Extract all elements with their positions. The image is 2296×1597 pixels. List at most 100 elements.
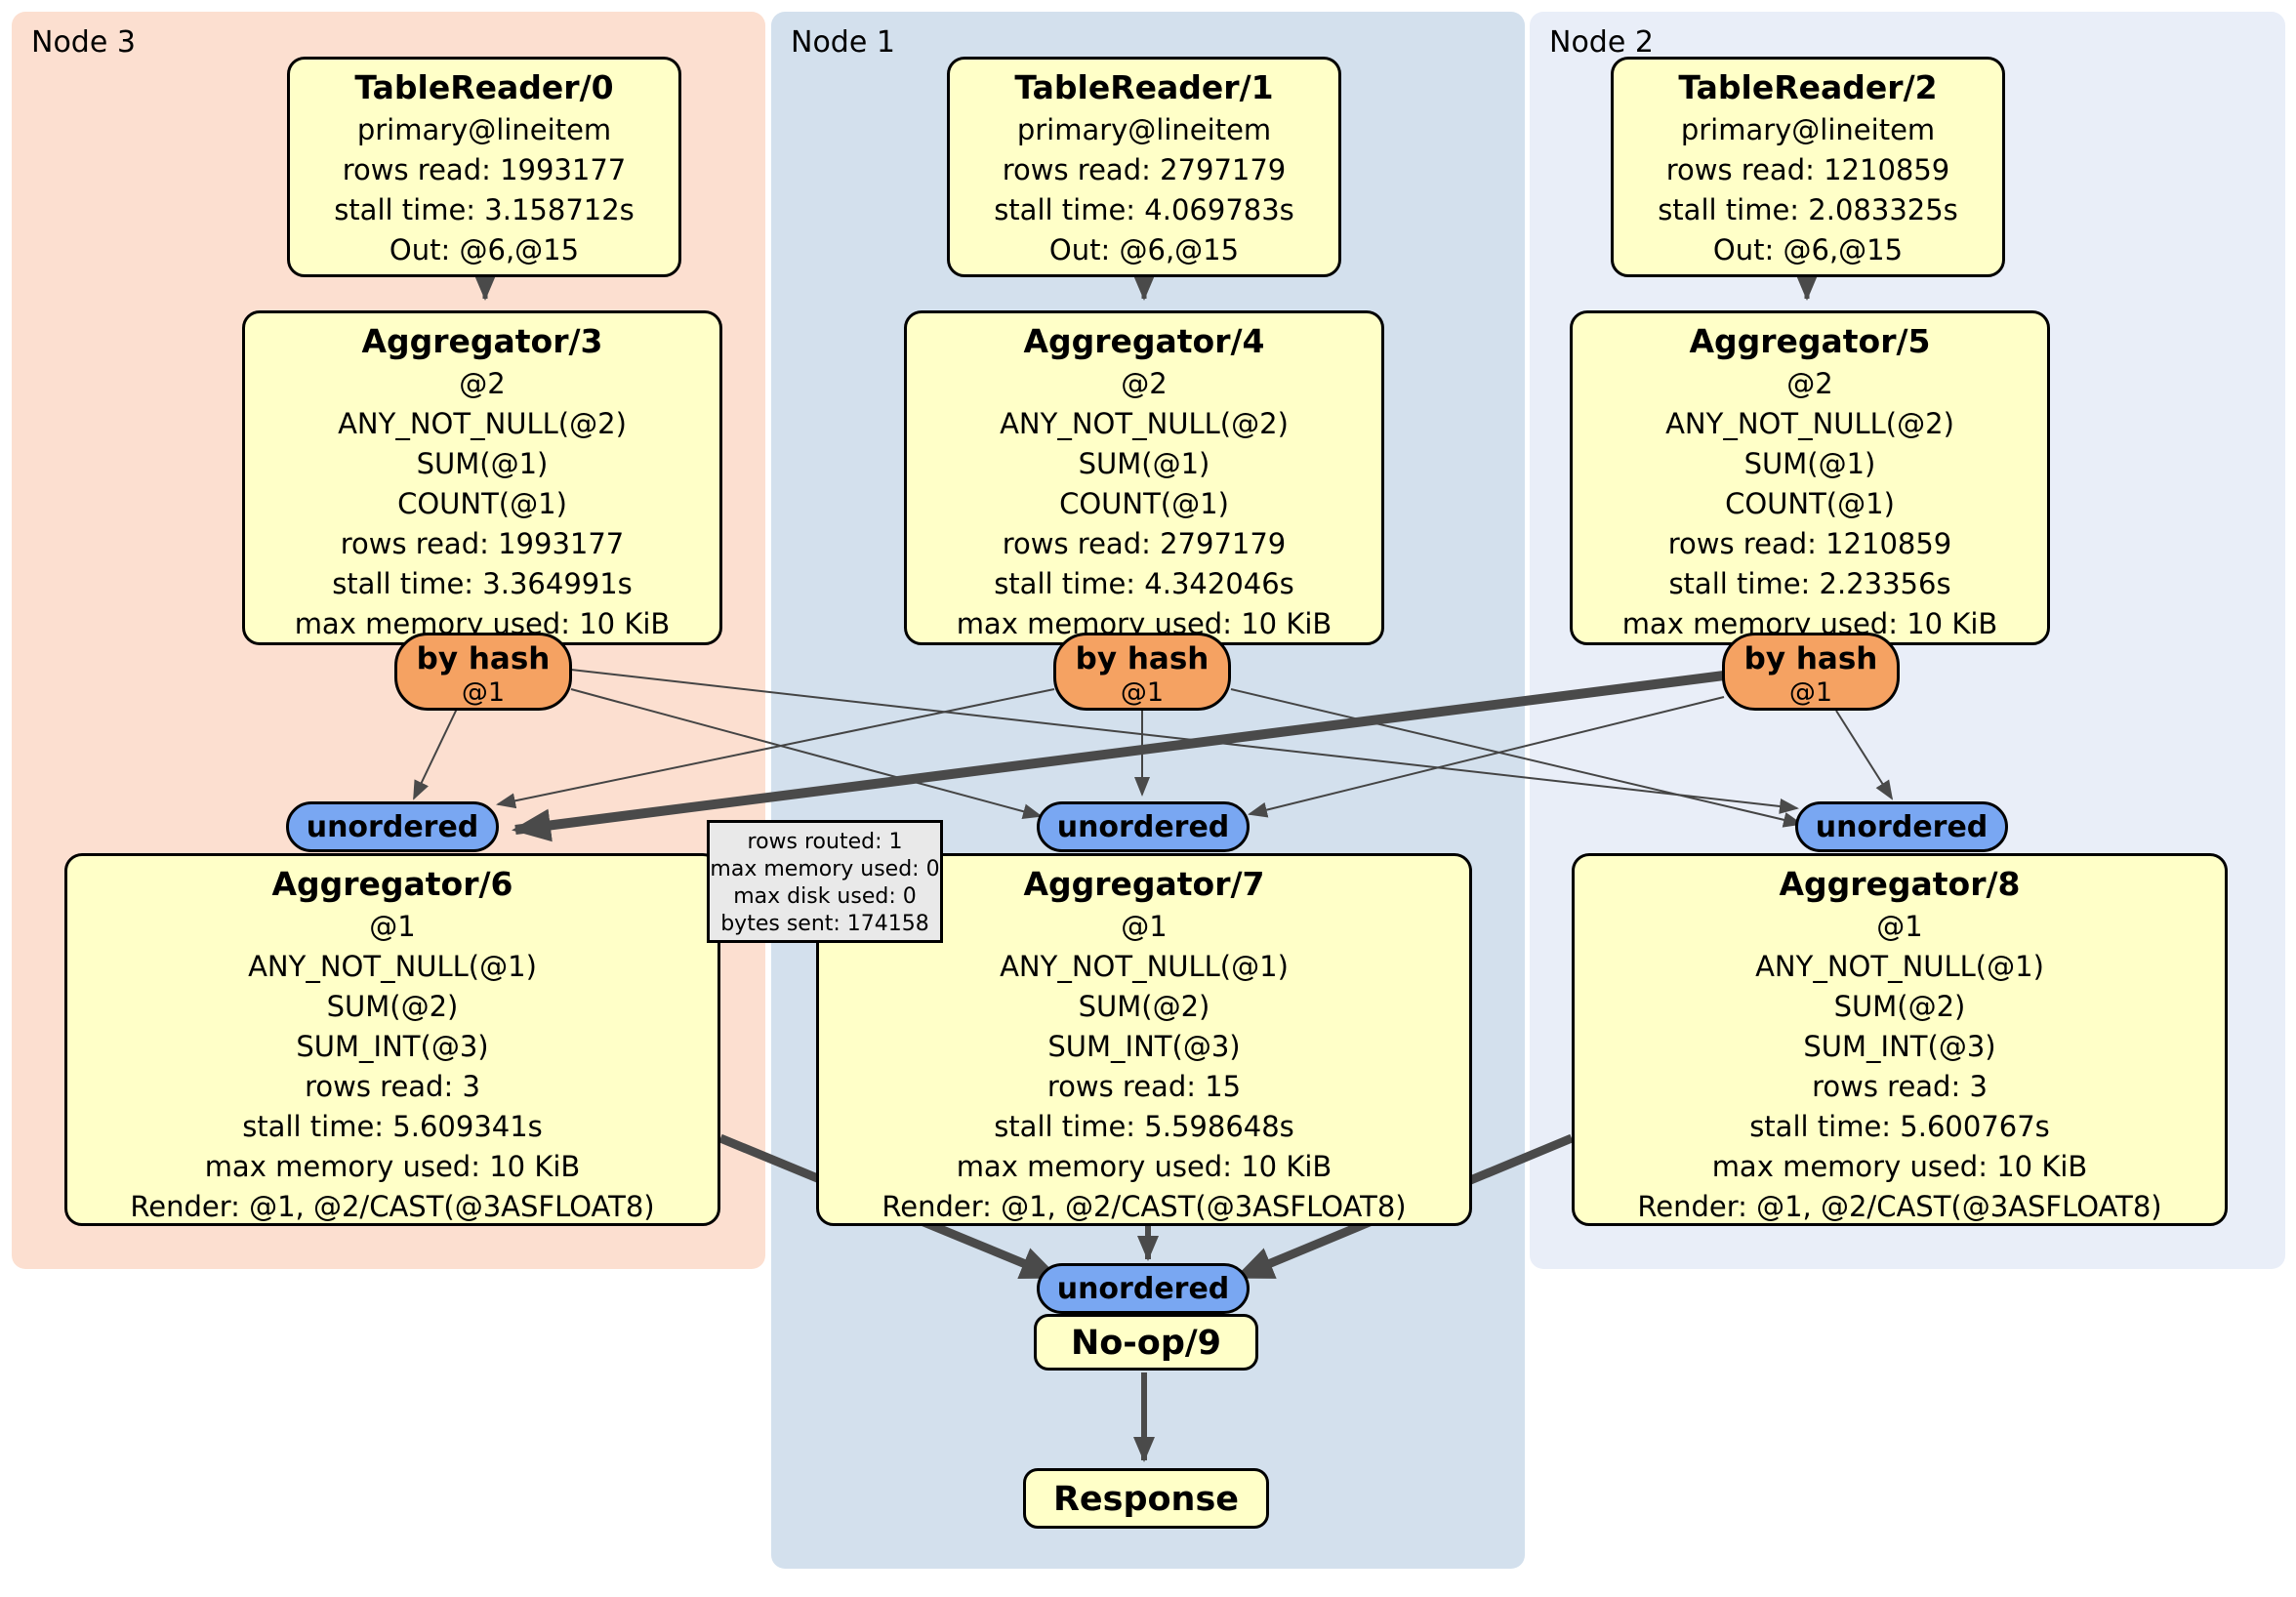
- processor-detail: stall time: 2.083325s: [1658, 193, 1958, 226]
- processor-noop-9[interactable]: No-op/9: [1034, 1314, 1258, 1371]
- edge-byhash2-unordered2[interactable]: [1835, 710, 1894, 800]
- processor-detail: max memory used: 10 KiB: [956, 1150, 1332, 1183]
- processor-detail: Render: @1, @2/CAST(@3ASFLOAT8): [130, 1190, 655, 1223]
- tooltip-rows-routed: rows routed: 1: [747, 830, 903, 854]
- edge-tooltip: rows routed: 1 max memory used: 0 max di…: [707, 820, 943, 943]
- processor-detail: rows read: 3: [1812, 1070, 1988, 1103]
- processor-detail: ANY_NOT_NULL(@2): [1665, 407, 1954, 440]
- processor-detail: stall time: 5.609341s: [242, 1110, 543, 1143]
- router-label: by hash: [416, 641, 551, 676]
- region-label: Node 1: [791, 25, 895, 60]
- processor-detail: primary@lineitem: [1680, 113, 1936, 146]
- processor-detail: Out: @6,@15: [389, 233, 580, 266]
- processor-tablereader-2[interactable]: TableReader/2 primary@lineitem rows read…: [1611, 57, 2005, 277]
- processor-detail: SUM_INT(@3): [1803, 1030, 1996, 1063]
- sync-unordered-final[interactable]: unordered: [1037, 1263, 1250, 1314]
- processor-detail: rows read: 1210859: [1665, 153, 1950, 186]
- processor-detail: stall time: 5.600767s: [1749, 1110, 2050, 1143]
- processor-detail: stall time: 3.158712s: [334, 193, 635, 226]
- processor-response[interactable]: Response: [1023, 1468, 1269, 1529]
- processor-detail: rows read: 2797179: [1002, 153, 1287, 186]
- edge-byhash2-unordered1[interactable]: [1248, 696, 1725, 818]
- processor-aggregator-5[interactable]: Aggregator/5 @2 ANY_NOT_NULL(@2) SUM(@1)…: [1570, 310, 2050, 645]
- processor-detail: Out: @6,@15: [1712, 233, 1904, 266]
- edge-byhash1-unordered3[interactable]: [496, 688, 1055, 809]
- router-label: by hash: [1075, 641, 1210, 676]
- processor-detail: Render: @1, @2/CAST(@3ASFLOAT8): [1637, 1190, 2162, 1223]
- processor-detail: stall time: 5.598648s: [994, 1110, 1294, 1143]
- processor-aggregator-8[interactable]: Aggregator/8 @1 ANY_NOT_NULL(@1) SUM(@2)…: [1572, 853, 2228, 1226]
- sync-unordered-node2[interactable]: unordered: [1795, 801, 2008, 852]
- processor-detail: stall time: 4.342046s: [994, 567, 1294, 600]
- router-by-hash-node2[interactable]: by hash @1: [1722, 633, 1900, 711]
- router-by-hash-node1[interactable]: by hash @1: [1053, 633, 1231, 711]
- processor-aggregator-3[interactable]: Aggregator/3 @2 ANY_NOT_NULL(@2) SUM(@1)…: [242, 310, 722, 645]
- processor-detail: ANY_NOT_NULL(@1): [1000, 950, 1289, 983]
- sync-unordered-node1[interactable]: unordered: [1037, 801, 1250, 852]
- processor-detail: max memory used: 10 KiB: [204, 1150, 581, 1183]
- processor-detail: SUM(@2): [1078, 990, 1210, 1023]
- processor-detail: rows read: 1993177: [342, 153, 627, 186]
- processor-detail: COUNT(@1): [1059, 487, 1229, 520]
- processor-detail: stall time: 4.069783s: [994, 193, 1294, 226]
- processor-detail: SUM(@2): [1833, 990, 1966, 1023]
- processor-detail: SUM_INT(@3): [1047, 1030, 1241, 1063]
- router-columns: @1: [461, 677, 506, 708]
- tooltip-max-memory: max memory used: 0: [710, 857, 940, 881]
- processor-detail: primary@lineitem: [356, 113, 612, 146]
- region-label: Node 3: [31, 25, 136, 60]
- processor-title: Aggregator/5: [1689, 322, 1931, 360]
- processor-detail: ANY_NOT_NULL(@1): [1755, 950, 2044, 983]
- processor-detail: @1: [1876, 910, 1923, 943]
- processor-detail: rows read: 1993177: [340, 527, 625, 560]
- processor-title: Aggregator/8: [1779, 865, 2021, 903]
- router-by-hash-node3[interactable]: by hash @1: [394, 633, 572, 711]
- router-columns: @1: [1120, 677, 1165, 708]
- processor-aggregator-6[interactable]: Aggregator/6 @1 ANY_NOT_NULL(@1) SUM(@2)…: [64, 853, 720, 1226]
- edge-byhash1-unordered2[interactable]: [1230, 688, 1803, 828]
- processor-title: TableReader/2: [1678, 68, 1938, 106]
- processor-detail: ANY_NOT_NULL(@1): [248, 950, 537, 983]
- processor-title: Aggregator/6: [271, 865, 513, 903]
- processor-title: Aggregator/7: [1023, 865, 1265, 903]
- tooltip-max-disk: max disk used: 0: [733, 884, 917, 909]
- processor-detail: stall time: 3.364991s: [332, 567, 633, 600]
- processor-detail: SUM(@2): [326, 990, 459, 1023]
- processor-detail: ANY_NOT_NULL(@2): [1000, 407, 1289, 440]
- processor-title: Aggregator/4: [1023, 322, 1265, 360]
- router-label: by hash: [1743, 641, 1878, 676]
- processor-aggregator-4[interactable]: Aggregator/4 @2 ANY_NOT_NULL(@2) SUM(@1)…: [904, 310, 1384, 645]
- region-label: Node 2: [1549, 25, 1654, 60]
- processor-detail: Render: @1, @2/CAST(@3ASFLOAT8): [882, 1190, 1407, 1223]
- processor-title: TableReader/0: [354, 68, 614, 106]
- tooltip-bytes-sent: bytes sent: 174158: [720, 912, 929, 936]
- edge-byhash3-unordered3[interactable]: [413, 708, 458, 800]
- processor-detail: stall time: 2.23356s: [1668, 567, 1951, 600]
- processor-detail: COUNT(@1): [1725, 487, 1895, 520]
- processor-detail: rows read: 15: [1046, 1070, 1242, 1103]
- processor-detail: rows read: 3: [305, 1070, 480, 1103]
- processor-tablereader-0[interactable]: TableReader/0 primary@lineitem rows read…: [287, 57, 681, 277]
- processor-detail: primary@lineitem: [1016, 113, 1272, 146]
- processor-detail: rows read: 2797179: [1002, 527, 1287, 560]
- edge-byhash2-unordered3[interactable]: [512, 671, 1725, 842]
- edge-byhash3-unordered2[interactable]: [570, 669, 1799, 814]
- processor-detail: ANY_NOT_NULL(@2): [338, 407, 627, 440]
- processor-detail: @1: [369, 910, 416, 943]
- processor-detail: @2: [1786, 367, 1833, 400]
- processor-detail: @2: [1121, 367, 1168, 400]
- processor-detail: SUM(@1): [1743, 447, 1876, 480]
- processor-detail: @2: [459, 367, 506, 400]
- processor-detail: @1: [1121, 910, 1168, 943]
- processor-detail: SUM_INT(@3): [296, 1030, 489, 1063]
- processor-tablereader-1[interactable]: TableReader/1 primary@lineitem rows read…: [947, 57, 1341, 277]
- sync-unordered-node3[interactable]: unordered: [286, 801, 499, 852]
- processor-detail: rows read: 1210859: [1667, 527, 1952, 560]
- edge-byhash3-unordered1[interactable]: [570, 688, 1043, 820]
- processor-detail: COUNT(@1): [397, 487, 567, 520]
- processor-detail: SUM(@1): [1078, 447, 1210, 480]
- processor-detail: max memory used: 10 KiB: [1711, 1150, 2088, 1183]
- processor-title: TableReader/1: [1014, 68, 1274, 106]
- processor-title: Aggregator/3: [361, 322, 603, 360]
